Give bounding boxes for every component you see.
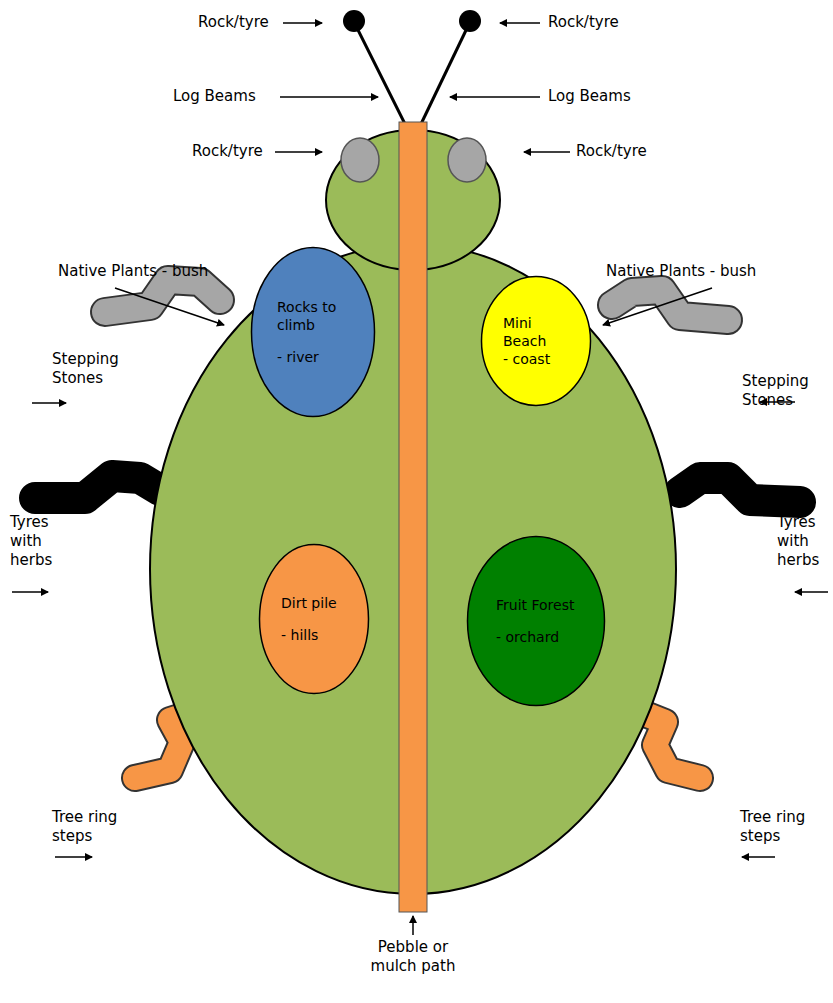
area-name: Dirt pile <box>281 594 355 612</box>
part-label: Rock/tyre <box>576 142 647 161</box>
part-label: Tyres with herbs <box>10 513 66 569</box>
area-name: Fruit Forest <box>496 596 588 614</box>
area-subtitle: - orchard <box>496 628 588 646</box>
part-label: Tree ring steps <box>740 808 820 846</box>
area-subtitle: - coast <box>503 350 577 368</box>
area-text: Dirt pile - hills <box>281 594 355 644</box>
area-text: Fruit Forest - orchard <box>496 596 588 646</box>
area-name: Mini Beach <box>503 314 577 350</box>
area-ellipse: Rocks to climb - river <box>250 246 376 418</box>
area-ellipse: Fruit Forest - orchard <box>466 535 606 707</box>
part-label: Native Plants - bush <box>58 262 208 281</box>
area-text: Mini Beach- coast <box>503 314 577 369</box>
part-label: Rock/tyre <box>548 13 619 32</box>
area-ellipse: Mini Beach- coast <box>480 275 592 407</box>
part-label: Rock/tyre <box>198 13 269 32</box>
area-ellipse: Dirt pile - hills <box>258 543 370 695</box>
part-label: Tree ring steps <box>52 808 132 846</box>
part-label: Native Plants - bush <box>606 262 756 281</box>
area-text: Rocks to climb - river <box>277 298 360 367</box>
part-label: Rock/tyre <box>192 142 263 161</box>
part-label: Log Beams <box>173 87 256 106</box>
part-label: Stepping Stones <box>52 350 132 388</box>
area-subtitle: - river <box>277 348 360 366</box>
path-label: Pebble or mulch path <box>363 938 463 976</box>
part-label: Stepping Stones <box>742 372 822 410</box>
ellipse-outline <box>258 543 370 695</box>
part-label: Log Beams <box>548 87 631 106</box>
ellipse-outline <box>466 535 606 707</box>
area-name: Rocks to climb <box>277 298 360 334</box>
area-subtitle: - hills <box>281 626 355 644</box>
part-label: Tyres with herbs <box>777 513 829 569</box>
